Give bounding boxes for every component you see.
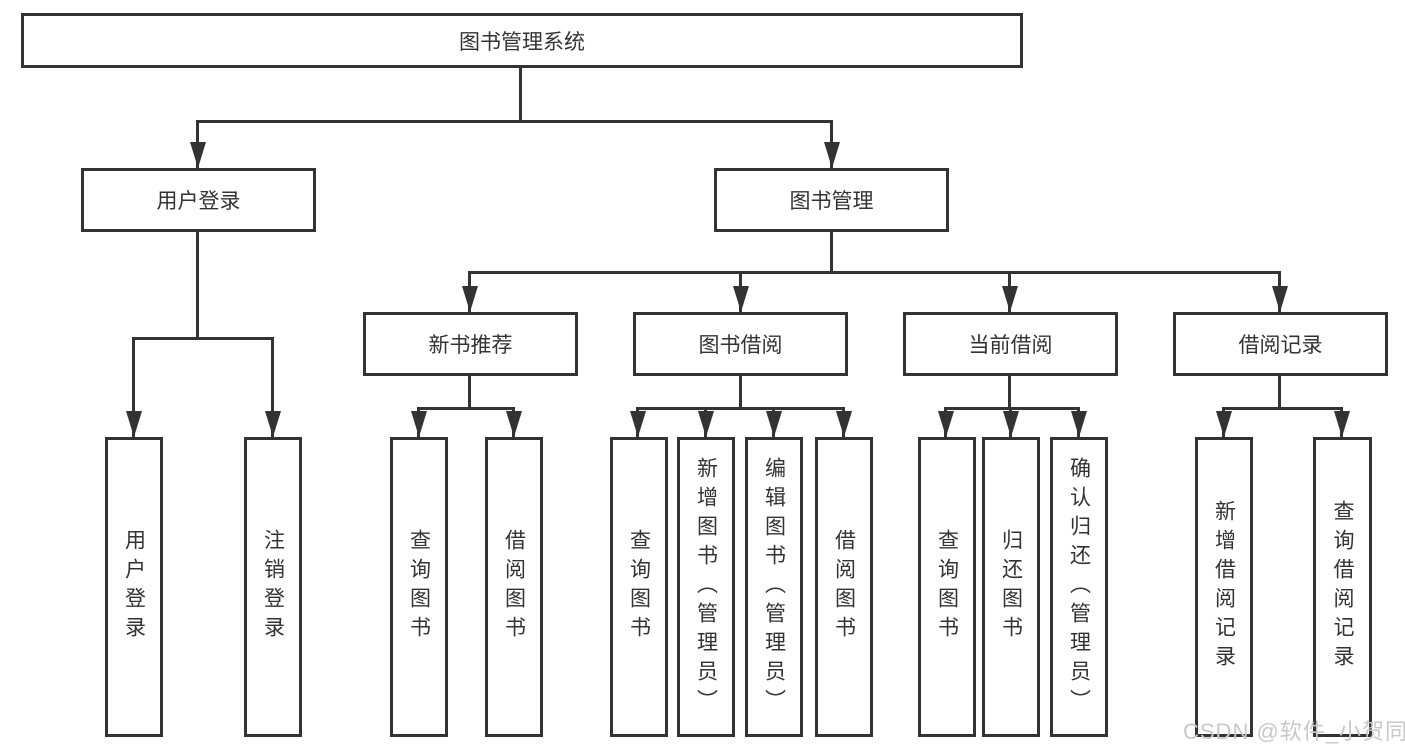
node-label: 新书推荐 [428,334,513,357]
node-label: 新增图书（管理员） [694,456,718,718]
arrow-down-icon [462,286,478,312]
node-leaf-query-books-borrow: 查询图书 [610,437,668,737]
connector-stub [468,376,471,407]
connector-branch-level3 [468,271,1281,274]
node-label: 借阅记录 [1238,334,1323,357]
watermark: CSDN @软件_小贺同学 [1183,719,1405,744]
node-leaf-add-books-admin: 新增图书（管理员） [677,437,735,737]
node-leaf-query-books-recommend: 查询图书 [390,437,448,737]
node-leaf-borrow-books-recommend: 借阅图书 [485,437,543,737]
node-leaf-return-books: 归还图书 [982,437,1040,737]
arrow-down-icon [824,142,840,168]
arrow-down-icon [938,411,954,437]
connector-branch-level2 [196,120,833,123]
connector-branch-current-borrow [944,407,1080,410]
arrow-down-icon [630,411,646,437]
arrow-down-icon [1334,411,1350,437]
arrow-down-icon [733,286,749,312]
node-library-management-system: 图书管理系统 [21,13,1023,68]
node-label: 当前借阅 [968,334,1053,357]
node-leaf-confirm-return-admin: 确认归还（管理员） [1050,437,1108,737]
node-label: 编辑图书（管理员） [762,456,786,718]
arrow-down-icon [190,142,206,168]
node-label: 新增借阅记录 [1212,500,1236,674]
node-label: 用户登录 [156,190,241,213]
node-label: 图书管理系统 [459,30,585,54]
node-new-book-recommendation: 新书推荐 [363,312,578,376]
arrow-down-icon [265,411,281,437]
connector-stub [1278,376,1281,407]
connector-branch-user-login [132,337,274,340]
arrow-down-icon [836,411,852,437]
arrow-down-icon [766,411,782,437]
node-leaf-edit-books-admin: 编辑图书（管理员） [745,437,803,737]
connector-book-management-stub [830,232,833,271]
connector-branch-book-borrow [636,407,845,410]
node-leaf-logout: 注销登录 [244,437,302,737]
node-label: 确认归还（管理员） [1067,456,1091,718]
node-leaf-borrow-books: 借阅图书 [815,437,873,737]
arrow-down-icon [1216,411,1232,437]
node-current-borrowing: 当前借阅 [903,312,1118,376]
arrow-down-icon [1272,286,1288,312]
node-label: 注销登录 [261,529,285,645]
node-label: 归还图书 [999,529,1023,645]
node-label: 借阅图书 [832,529,856,645]
arrow-down-icon [506,411,522,437]
node-book-borrowing: 图书借阅 [633,312,848,376]
node-label: 借阅图书 [502,529,526,645]
node-leaf-user-login: 用户登录 [105,437,163,737]
connector-root-trunk [519,66,522,120]
connector-drop [271,337,274,437]
node-leaf-query-books-current: 查询图书 [918,437,976,737]
node-label: 查询借阅记录 [1331,500,1354,674]
node-label: 查询图书 [407,529,431,645]
connector-user-login-stub [196,232,199,337]
node-leaf-query-borrow-record: 查询借阅记录 [1313,437,1372,737]
node-label: 图书借阅 [698,334,783,357]
connector-stub [739,376,742,407]
connector-branch-borrow-records [1222,407,1343,410]
arrow-down-icon [411,411,427,437]
node-label: 查询图书 [627,529,651,645]
node-borrowing-records: 借阅记录 [1173,312,1388,376]
arrow-down-icon [1071,411,1087,437]
node-label: 用户登录 [122,529,146,645]
node-user-login: 用户登录 [81,168,316,232]
node-label: 查询图书 [935,529,959,645]
connector-branch-new-books [417,407,515,410]
node-label: 图书管理 [789,190,874,213]
connector-drop [132,337,135,437]
arrow-down-icon [126,411,142,437]
node-book-management: 图书管理 [714,168,949,232]
connector-stub [1008,376,1011,407]
arrow-down-icon [1002,286,1018,312]
arrow-down-icon [698,411,714,437]
node-leaf-add-borrow-record: 新增借阅记录 [1195,437,1253,737]
arrow-down-icon [1003,411,1019,437]
